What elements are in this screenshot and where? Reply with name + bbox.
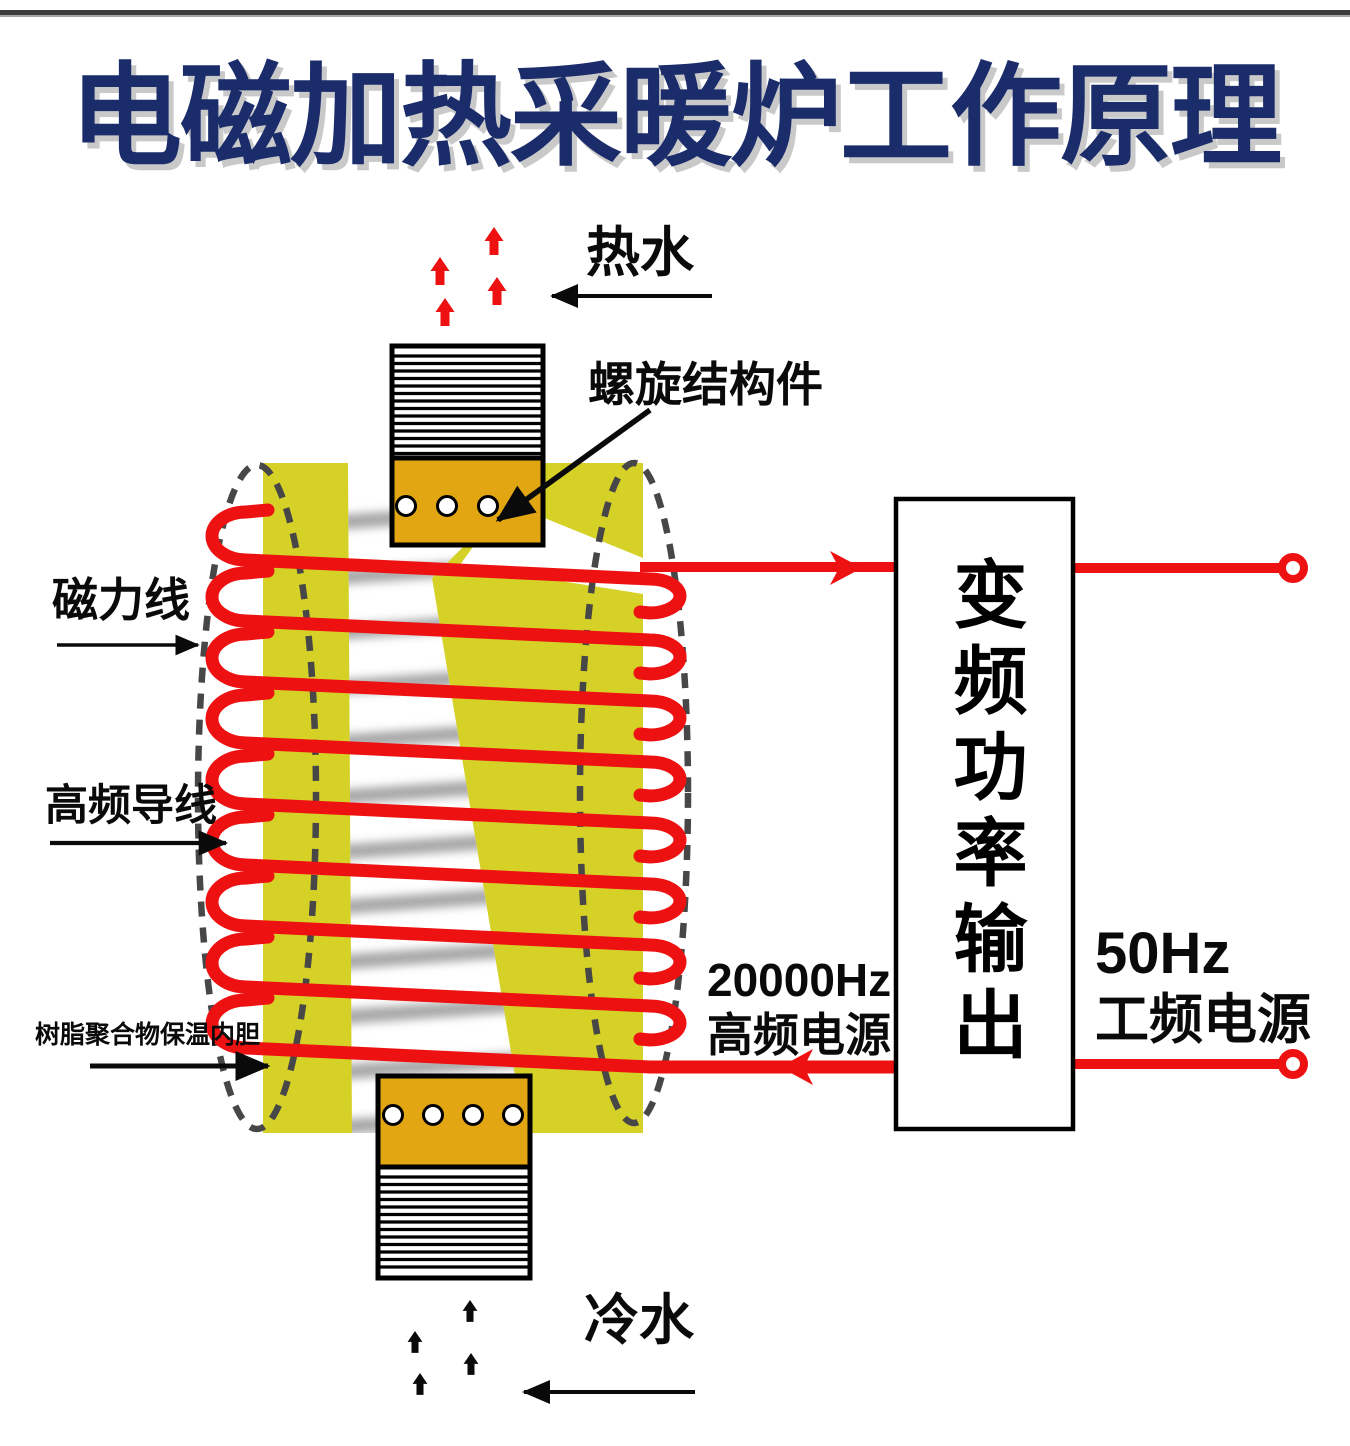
outlet-pipe	[389, 343, 546, 548]
terminal-bottom-icon	[1278, 1049, 1308, 1079]
current-arrow-left-icon	[780, 1049, 813, 1085]
outlet-pipe-holes	[395, 495, 499, 517]
field-line-left	[194, 461, 320, 1133]
outlet-pipe-fins	[394, 354, 541, 456]
induction-coil	[205, 503, 900, 1074]
high-freq-wire-label: 高频导线	[45, 782, 217, 830]
mains-freq-label: 50Hz	[1095, 921, 1231, 986]
page-title: 电磁加热采暖炉工作原理	[70, 54, 1282, 179]
spiral-component-label: 螺旋结构件	[588, 358, 823, 411]
callout-arrows	[50, 284, 712, 1404]
inlet-pipe-fins	[380, 1175, 528, 1269]
inlet-pipe	[375, 1073, 533, 1281]
magnetic-field-lines	[194, 459, 692, 1133]
inverter-box-label: 变频功率输出	[943, 556, 1026, 1072]
insulation-liner-label: 树脂聚合物保温内胆	[35, 1021, 261, 1049]
field-line-right	[576, 459, 692, 1127]
magnetic-field-lines-label: 磁力线	[52, 574, 190, 626]
terminal-top-icon	[1278, 553, 1308, 583]
top-rule-shadow	[0, 15, 1350, 17]
mains-terminals	[1278, 553, 1308, 1079]
hot-water-flow-icons	[430, 227, 507, 326]
hot-water-label: 热水	[586, 223, 694, 283]
mains-name-label: 工频电源	[1095, 990, 1311, 1050]
top-rule	[0, 10, 1350, 15]
hf-supply-name-label: 高频电源	[707, 1009, 891, 1061]
cold-water-flow-icons	[407, 1300, 479, 1395]
cold-water-label: 冷水	[584, 1289, 695, 1351]
hf-supply-freq-label: 20000Hz	[707, 954, 892, 1006]
inlet-pipe-holes	[382, 1104, 524, 1126]
coil-lead-bottom	[205, 993, 900, 1074]
spiral-component-arrow	[495, 407, 652, 523]
inverter-box	[893, 496, 1076, 1132]
current-arrow-right-icon	[830, 551, 862, 585]
